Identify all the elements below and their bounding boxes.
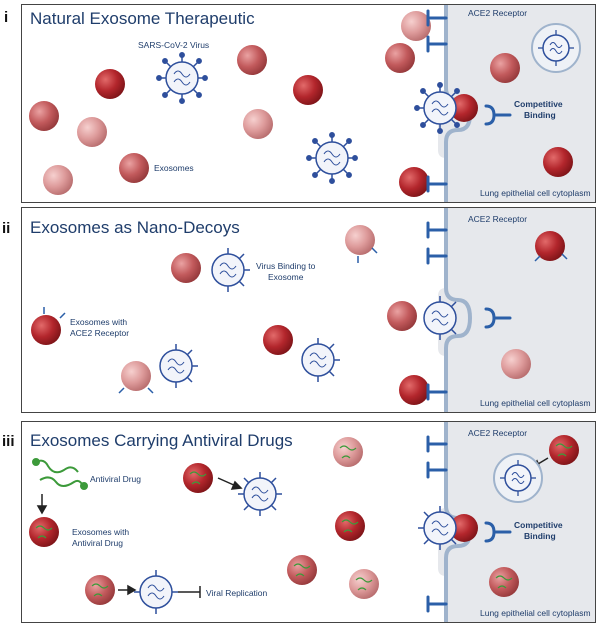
binding-label: Binding (524, 531, 556, 541)
drug-loaded-exosome (349, 569, 379, 599)
sars-cov-2-virus (134, 570, 178, 614)
panel-i: i Natural Exosome Therapeutic SARS-CoV-2… (4, 4, 596, 203)
sars-cov-2-virus (306, 132, 358, 184)
drug-loaded-exosome (333, 437, 363, 467)
sars-cov-2-virus (159, 344, 198, 388)
decoy-exosome (387, 301, 417, 331)
receptor-label: ACE2 Receptor (468, 8, 527, 18)
exosome (95, 69, 125, 99)
panel-ii-title: Exosomes as Nano-Decoys (30, 218, 240, 237)
binding-label: Competitive (514, 520, 563, 530)
receptor-label: ACE2 Receptor (468, 214, 527, 224)
drug-loaded-exosome (335, 511, 365, 541)
drug-loaded-exosome (85, 575, 115, 605)
cytoplasm-label: Lung epithelial cell cytoplasm (480, 398, 591, 408)
binding-label: Binding (524, 110, 556, 120)
exosomes-label: Exosomes (154, 163, 194, 173)
decoy-exosome (501, 349, 531, 379)
ace2-exosome-label: Exosomes with (70, 317, 127, 327)
sars-cov-2-virus (301, 338, 340, 382)
virus-binding-label: Exosome (268, 272, 304, 282)
panel-iii: iii Exosomes Carrying Antiviral Drugs An… (2, 421, 596, 623)
exosome (29, 101, 59, 131)
virus-label: SARS-CoV-2 Virus (138, 40, 209, 50)
cytoplasm-label: Lung epithelial cell cytoplasm (480, 188, 591, 198)
drug-loaded-exosome (287, 555, 317, 585)
arrow-icon (118, 584, 137, 596)
drug-loaded-exosome (29, 517, 59, 547)
drug-exosome-label: Antiviral Drug (72, 538, 123, 548)
exosome (401, 11, 431, 41)
decoy-exosome (121, 361, 151, 391)
sars-cov-2-virus (211, 248, 250, 292)
exosome (450, 94, 478, 122)
viral-replication-label: Viral Replication (206, 588, 268, 598)
decoy-exosome (345, 225, 375, 255)
exosome (43, 165, 73, 195)
exosome (243, 109, 273, 139)
panel-iii-title: Exosomes Carrying Antiviral Drugs (30, 431, 293, 450)
internalized-virus (493, 453, 543, 503)
arrow-icon (217, 477, 243, 490)
ace2-exosome-label: ACE2 Receptor (70, 328, 129, 338)
exosome (543, 147, 573, 177)
decoy-exosome (31, 315, 61, 345)
exosome (293, 75, 323, 105)
ace2-receptor (426, 221, 512, 401)
ace2-receptor (426, 435, 512, 613)
decoy-exosome (263, 325, 293, 355)
exosome (399, 167, 429, 197)
antiviral-drug-molecule (32, 458, 88, 490)
decoy-exosome (399, 375, 429, 405)
inhibit-icon (178, 586, 201, 598)
panel-iii-number: iii (2, 433, 15, 450)
sars-cov-2-virus (156, 52, 208, 104)
sars-cov-2-virus (414, 82, 460, 134)
ace2-receptor (426, 9, 512, 193)
cell-membrane (444, 208, 473, 412)
drug-loaded-exosome (183, 463, 213, 493)
drug-loaded-exosome (549, 435, 579, 465)
exosome (77, 117, 107, 147)
exosome (237, 45, 267, 75)
exosome (119, 153, 149, 183)
arrow-icon (36, 494, 48, 515)
cytoplasm-region (438, 208, 595, 412)
binding-label: Competitive (514, 99, 563, 109)
cytoplasm-label: Lung epithelial cell cytoplasm (480, 608, 591, 618)
panel-ii-number: ii (2, 220, 10, 237)
decoy-exosome (171, 253, 201, 283)
cytoplasm-region (438, 422, 595, 622)
exosome (385, 43, 415, 73)
exosome-ace2-receptor (43, 247, 568, 394)
drug-loaded-exosome (450, 514, 478, 542)
decoy-exosome (535, 231, 565, 261)
panel-i-number: i (4, 9, 8, 26)
antiviral-drug-label: Antiviral Drug (90, 474, 141, 484)
receptor-label: ACE2 Receptor (468, 428, 527, 438)
drug-exosome-label: Exosomes with (72, 527, 129, 537)
drug-loaded-exosome (489, 567, 519, 597)
sars-cov-2-virus (423, 296, 457, 340)
panel-i-title: Natural Exosome Therapeutic (30, 9, 255, 28)
virus-binding-label: Virus Binding to (256, 261, 316, 271)
sars-cov-2-virus (238, 472, 282, 516)
sars-cov-2-virus (418, 506, 457, 550)
panel-ii: ii Exosomes as Nano-Decoys Virus Binding… (2, 207, 596, 413)
internalized-virus (531, 23, 581, 73)
exosome (490, 53, 520, 83)
